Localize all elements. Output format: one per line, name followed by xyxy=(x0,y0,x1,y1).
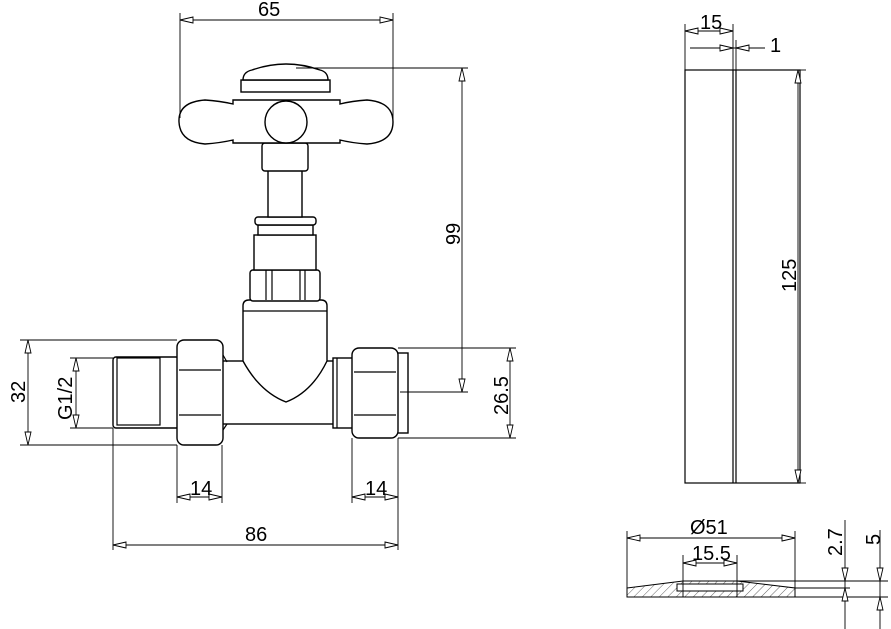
shroud-view: 15 1 125 xyxy=(684,12,806,484)
dimension-nut-height: 32 xyxy=(8,339,177,446)
dim-label: 99 xyxy=(443,223,465,245)
dimension-overall-length: 86 xyxy=(112,428,399,550)
valve-front-view xyxy=(112,63,409,446)
dimension-thread: G1/2 xyxy=(55,357,113,429)
dimension-nut-widths: 14 14 xyxy=(176,438,399,550)
dim-label: 1 xyxy=(770,35,781,57)
dim-label: 15.5 xyxy=(692,543,731,565)
dim-label: 5 xyxy=(863,534,885,545)
dim-label: 14 xyxy=(190,478,212,500)
flange-section: Ø51 15.5 2.7 5 xyxy=(626,517,888,629)
dim-label: 2.7 xyxy=(825,528,847,556)
dimension-handle-width: 65 xyxy=(179,0,394,122)
dim-label: 32 xyxy=(8,381,30,403)
dimension-outlet-height: 26.5 xyxy=(398,347,516,439)
dimension-height-total: 99 xyxy=(296,67,468,393)
dim-label: 26.5 xyxy=(491,376,513,415)
dim-label: 15 xyxy=(700,12,722,34)
dim-label: G1/2 xyxy=(55,377,77,420)
dim-label: 125 xyxy=(779,259,801,292)
dim-label: 65 xyxy=(258,0,280,21)
dim-label: 86 xyxy=(245,524,267,546)
dim-label: 14 xyxy=(365,478,387,500)
dim-label: Ø51 xyxy=(690,517,728,539)
